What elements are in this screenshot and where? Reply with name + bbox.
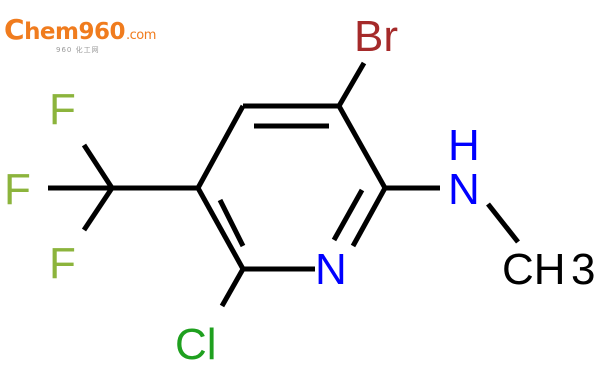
- atom-chlorine: Cl: [175, 320, 217, 369]
- bond-c5-c4: [195, 104, 246, 190]
- atom-fluorine-middle: F: [4, 165, 31, 214]
- bond-c6-c5-inner: [217, 198, 246, 248]
- pyridine-ring: [195, 103, 388, 272]
- watermark-domain-suffix: .com: [126, 28, 156, 43]
- watermark-brand: Chem960.com: [4, 16, 156, 44]
- atom-methyl-carbon: CH: [502, 245, 566, 294]
- bond-c6-cl: [219, 267, 246, 308]
- atom-amine-hydrogen: H: [448, 121, 480, 170]
- watermark-subtitle: 960 化工网: [56, 46, 100, 54]
- watermark-logo: Chem960.com 960 化工网: [4, 16, 164, 58]
- watermark-brand-name: hem960: [24, 19, 126, 45]
- bond-cf3-f1: [81, 143, 115, 190]
- atom-fluorine-bottom: F: [49, 239, 76, 288]
- atom-methyl-subscript: 3: [571, 245, 595, 294]
- atom-fluorine-top: F: [49, 85, 76, 134]
- bond-nh-ch3: [486, 202, 520, 244]
- atom-ring-nitrogen: N: [315, 245, 347, 294]
- atom-amine-nitrogen: N: [448, 165, 480, 214]
- bond-c2-n1: [350, 186, 388, 248]
- atom-bromine: Br: [354, 12, 398, 61]
- bond-cf3-f3: [81, 186, 115, 232]
- bond-c2-n1-inner: [331, 188, 365, 242]
- bond-c3-br: [336, 61, 367, 108]
- watermark-brand-initial: C: [4, 13, 25, 46]
- bond-c6-c5: [195, 186, 246, 271]
- bond-c3-c2: [336, 104, 388, 190]
